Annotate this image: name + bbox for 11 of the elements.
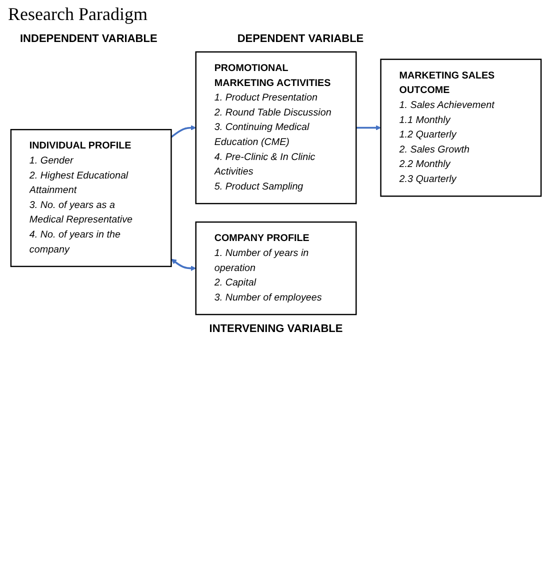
- arrow: [170, 125, 196, 138]
- node-box: COMPANY PROFILE 1. Number of years in operation 2. Capital 3. Number of employees: [195, 221, 357, 316]
- variable-heading: INDEPENDENT VARIABLE: [20, 33, 158, 45]
- node-box: PROMOTIONAL MARKETING ACTIVITIES 1. Product Presentation 2. Round Table Discussion 3. Continuing Medical Education (CME) 4. Pre-Clinic & In Clinic Activities 5. Product Sampling: [195, 51, 357, 204]
- node-box: INDIVIDUAL PROFILE 1. Gender 2. Highest Educational Attainment 3. No. of years as a Medical Representative 4. No. of years in the company: [10, 128, 172, 268]
- variable-heading: DEPENDENT VARIABLE: [237, 33, 364, 45]
- variable-heading: INTERVENING VARIABLE: [209, 323, 343, 336]
- diagram-title: Research Paradigm: [7, 3, 148, 26]
- node-box: MARKETING SALES OUTCOME 1. Sales Achievement 1.1 Monthly 1.2 Quarterly 2. Sales Growth 2.2 Monthly 2.3 Quarterly: [380, 58, 542, 197]
- arrow: [171, 258, 196, 271]
- arrow: [356, 125, 382, 130]
